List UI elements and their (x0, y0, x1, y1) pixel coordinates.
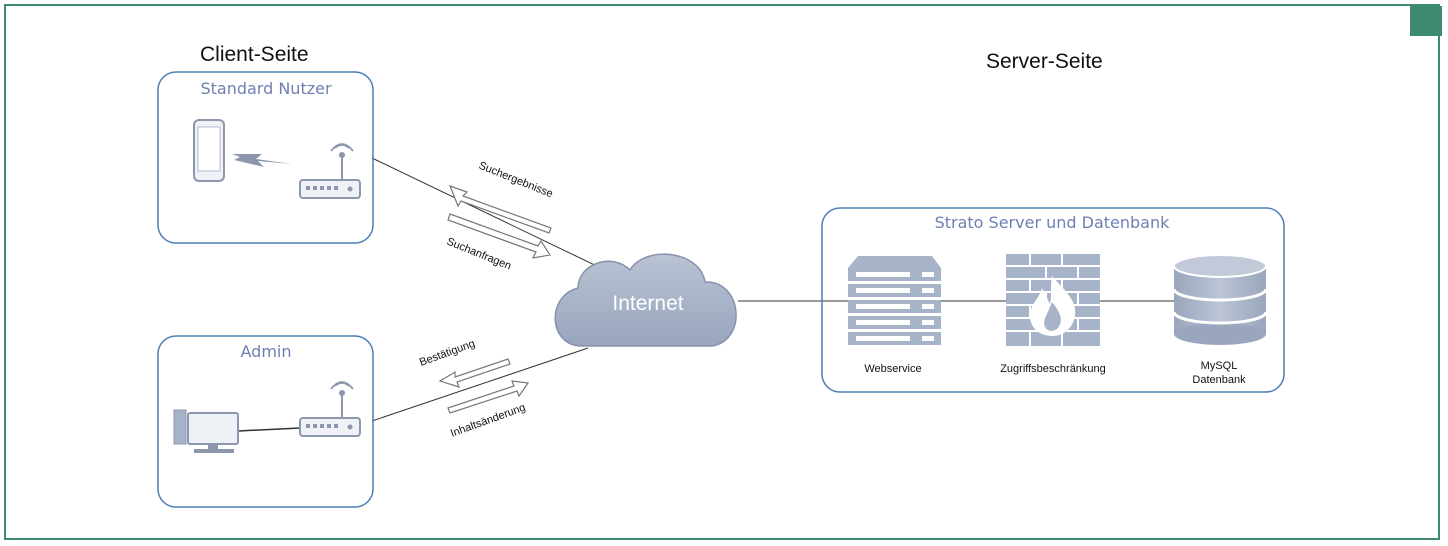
server-box-title: Strato Server und Datenbank (935, 213, 1171, 232)
admin-title: Admin (241, 342, 292, 361)
confirmation-label: Bestätigung (418, 338, 477, 369)
line-pc-to-router (237, 427, 301, 432)
client-side-heading: Client-Seite (200, 43, 309, 66)
server-side-heading: Server-Seite (986, 50, 1103, 73)
internet-cloud-icon: Internet (554, 253, 737, 347)
content-change-arrow (447, 380, 530, 414)
search-results-label: Suchergebnisse (477, 160, 555, 201)
search-queries-arrow (447, 213, 551, 259)
db-label-line1: MySQL (1201, 360, 1238, 372)
connection-lines (237, 157, 1174, 432)
corner-accent (1410, 6, 1442, 36)
desktop-computer-icon (173, 409, 239, 453)
line-user-router-to-internet (371, 157, 606, 271)
internet-label: Internet (612, 292, 683, 315)
line-admin-router-to-internet (371, 347, 589, 422)
router-icon (299, 381, 361, 437)
smartphone-icon (193, 119, 225, 182)
admin-box (157, 335, 374, 508)
router-icon (299, 143, 361, 199)
search-queries-label: Suchanfragen (445, 236, 513, 273)
standard-user-title: Standard Nutzer (200, 79, 332, 98)
server-rack-icon (848, 256, 941, 345)
db-label-line2: Datenbank (1192, 374, 1246, 386)
outer-frame (4, 4, 1440, 540)
standard-user-box (157, 71, 374, 244)
confirmation-arrow (438, 358, 511, 388)
access-restriction-label: Zugriffsbeschränkung (1000, 363, 1106, 375)
wireless-signal-icon (232, 154, 292, 167)
webservice-label: Webservice (864, 363, 921, 375)
database-icon (1172, 254, 1268, 345)
server-box (821, 207, 1285, 393)
firewall-icon (1006, 254, 1100, 346)
search-results-arrow (448, 184, 552, 234)
